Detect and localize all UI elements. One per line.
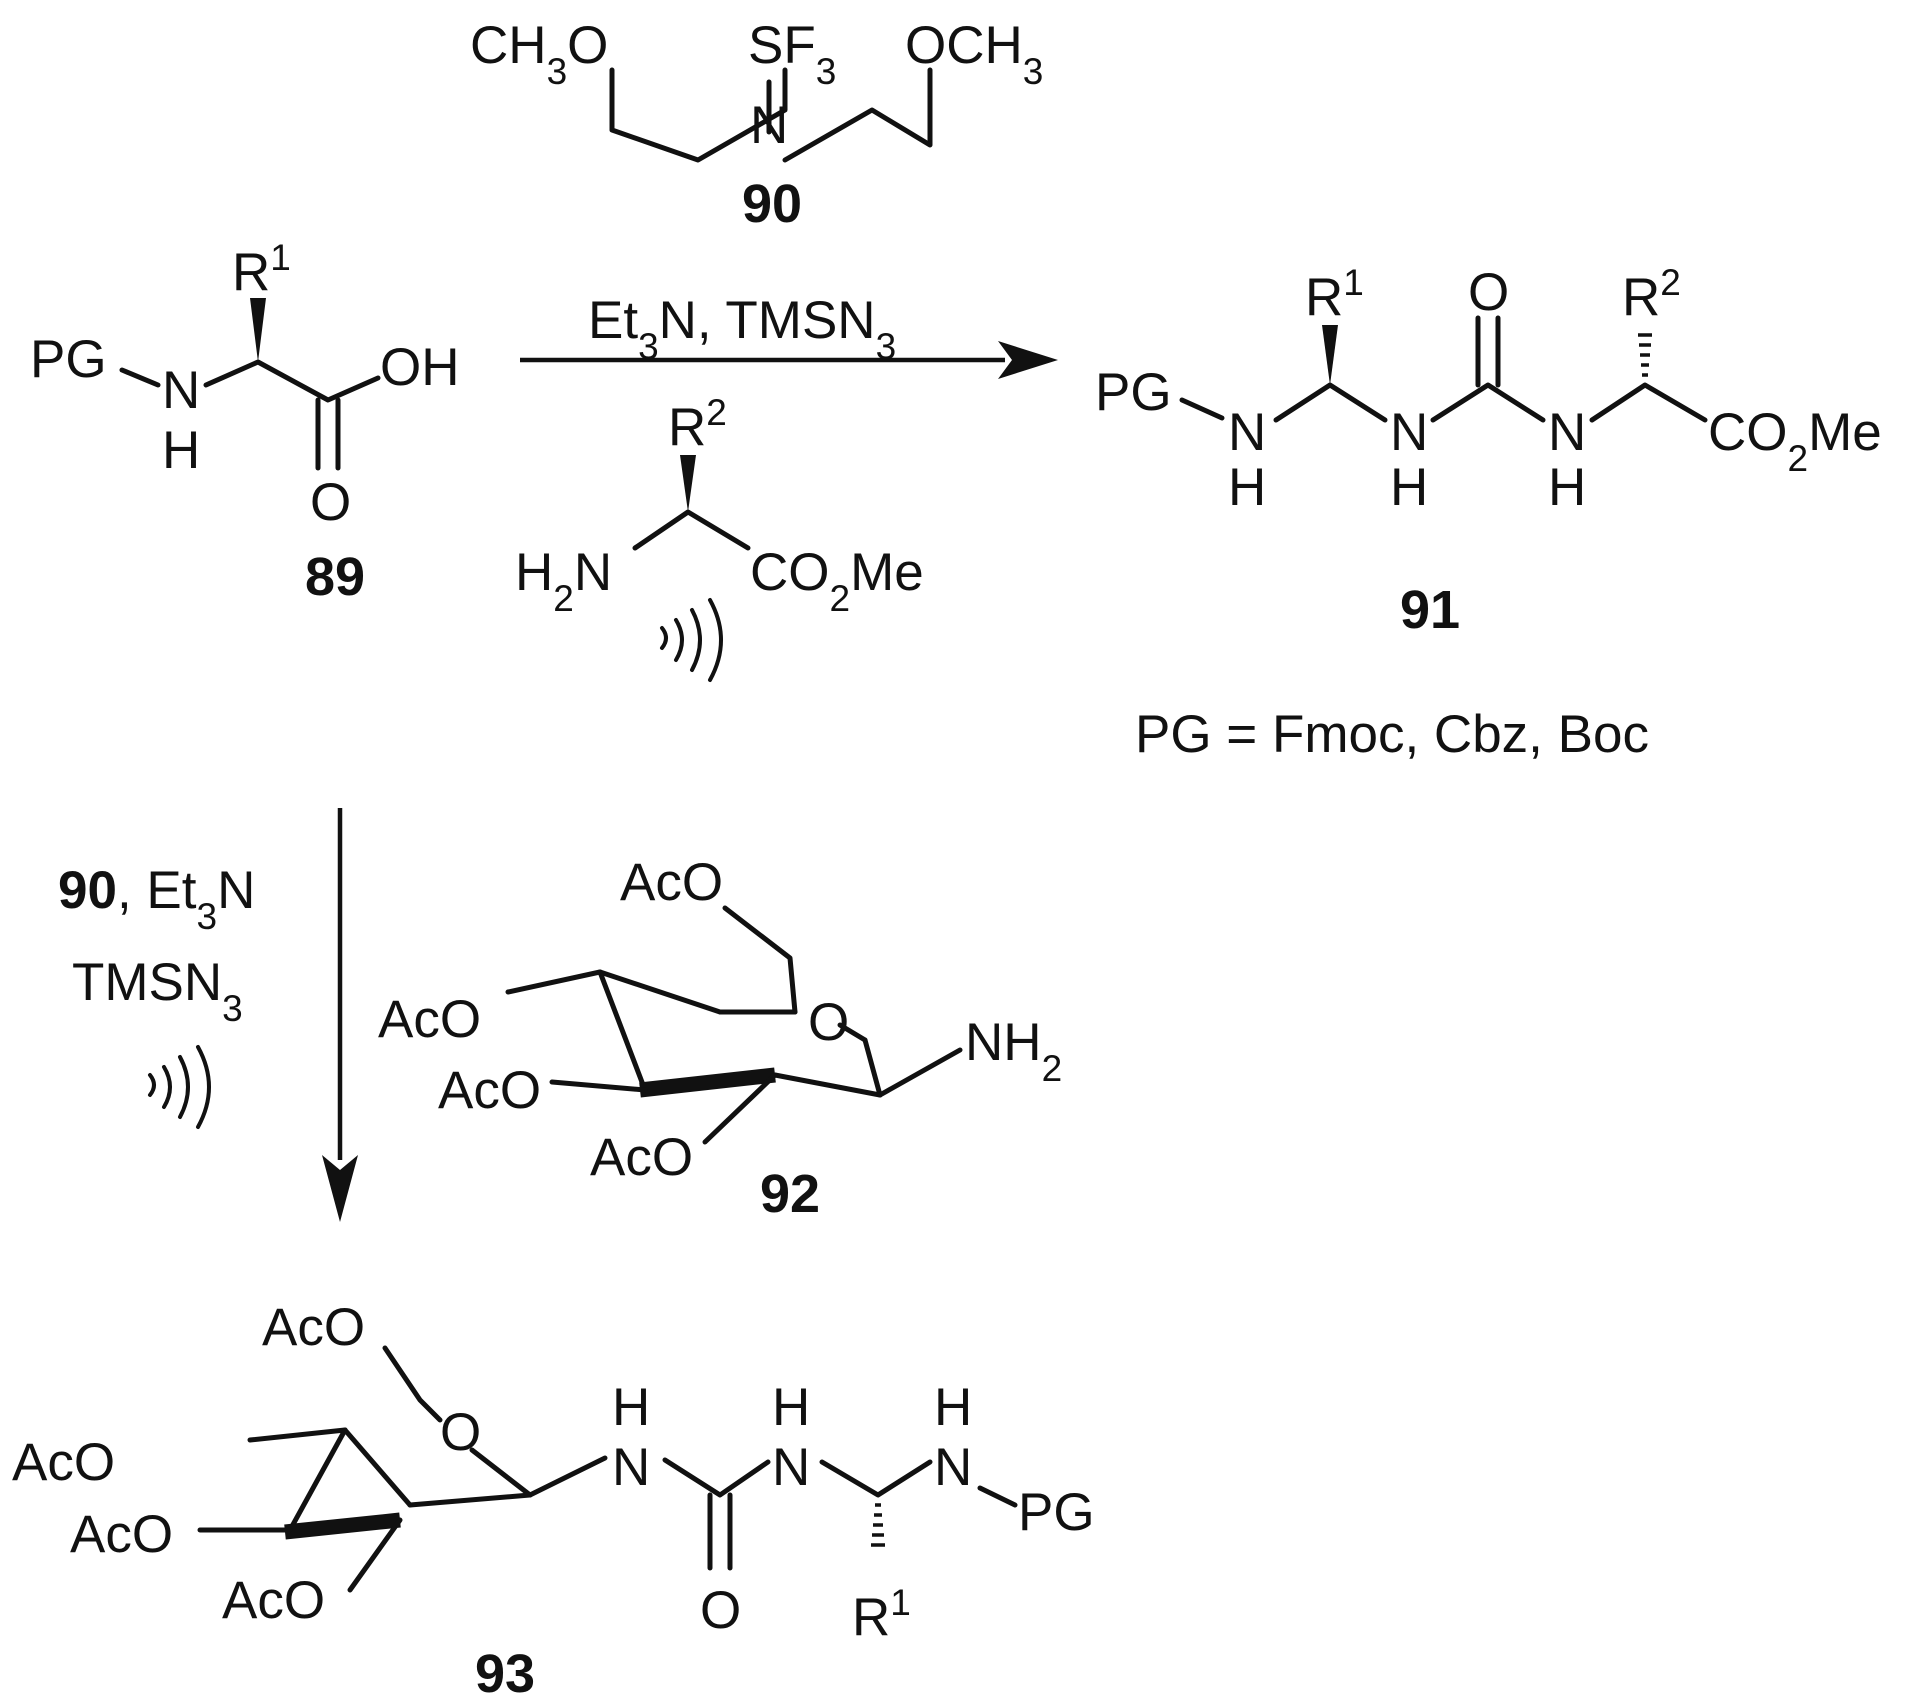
protecting-group-note: PG = Fmoc, Cbz, Boc [1135, 705, 1649, 764]
compound-92-aco-6: AcO [620, 853, 723, 912]
right-methoxy-sub: 3 [1023, 51, 1044, 92]
compound-92-structure: AcO AcO AcO AcO O NH2 92 [378, 853, 1062, 1224]
compound-89-r1: R1 [232, 237, 291, 303]
conditions-down-et3n-sub: 3 [196, 896, 217, 937]
compound-89-r1-letter: R [232, 243, 270, 302]
compound-89-hydroxyl: OH [380, 338, 460, 397]
compound-93-hash-bond [871, 1503, 885, 1547]
reagent-90-nitrogen: N [750, 96, 788, 155]
compound-91-pg: PG [1095, 363, 1172, 422]
compound-label-92: 92 [760, 1164, 820, 1224]
amine-ester-ester: CO2Me [750, 543, 924, 619]
compound-91-r2: R2 [1622, 262, 1681, 328]
compound-89-carbonyl-oxygen: O [310, 473, 351, 532]
compound-91-ester-sub: 2 [1788, 438, 1809, 479]
et3n-sub: 3 [638, 326, 659, 367]
left-methoxy-sub: 3 [547, 51, 568, 92]
amine-ester-r2-letter: R [668, 398, 706, 457]
compound-93-pg: PG [1018, 1483, 1095, 1542]
compound-89-r1-sup: 1 [270, 237, 291, 278]
reagent-90-structure: CH3O SF3 N OCH3 90 [470, 16, 1043, 234]
compound-93-structure: AcO AcO AcO AcO O H N H N H N PG O R1 93 [12, 1298, 1095, 1702]
compound-91-r1: R1 [1305, 262, 1364, 328]
compound-91-r2-sup: 2 [1660, 262, 1681, 303]
conditions-down-tmsn3-sub: 3 [222, 988, 243, 1029]
compound-93-aco-4: AcO [12, 1433, 115, 1492]
amine-ester-structure: R2 H2N CO2Me [515, 392, 924, 682]
compound-89-pg: PG [30, 330, 107, 389]
compound-91-carbonyl-oxygen: O [1468, 263, 1509, 322]
ultrasound-icon-down [148, 1045, 211, 1129]
compound-93-aco-3: AcO [70, 1505, 173, 1564]
conditions-top-line: Et3N, TMSN3 [588, 291, 896, 367]
compound-93-carbonyl-oxygen: O [700, 1581, 741, 1640]
compound-label-89: 89 [305, 547, 365, 607]
compound-93-n1: N [612, 1438, 650, 1497]
amine-ester-r2-sup: 2 [706, 392, 727, 433]
conditions-down-line2: TMSN3 [72, 953, 243, 1029]
sf3-sub: 3 [816, 51, 837, 92]
compound-93-aco-6: AcO [262, 1298, 365, 1357]
compound-91-h2: H [1390, 458, 1428, 517]
compound-93-ring-oxygen: O [440, 1403, 481, 1462]
compound-93-h2: H [772, 1378, 810, 1437]
compound-91-n1: N [1228, 403, 1266, 462]
conditions-down-reagent-ref: 90 [58, 861, 117, 920]
compound-91-h3: H [1548, 458, 1586, 517]
compound-92-amine-sub: 2 [1042, 1048, 1063, 1089]
compound-93-r1-sup: 1 [890, 1582, 911, 1623]
h2n-sub: 2 [553, 578, 574, 619]
compound-91-structure: PG N H N H N H R1 O R2 CO2Me 91 [1095, 262, 1882, 641]
compound-93-r1-letter: R [852, 1588, 890, 1647]
amine-ester-h2n: H2N [515, 543, 612, 619]
compound-89-nh-hydrogen: H [162, 421, 200, 480]
compound-label-91: 91 [1400, 580, 1460, 640]
compound-93-n2: N [772, 1438, 810, 1497]
tmsn3-sub: 3 [876, 326, 897, 367]
compound-label-90: 90 [742, 174, 802, 234]
ultrasound-icon [660, 598, 723, 682]
amine-ester-r2: R2 [668, 392, 727, 458]
right-methoxy-label: OCH3 [905, 16, 1043, 92]
compound-93-h3: H [934, 1378, 972, 1437]
compound-93-r1: R1 [852, 1582, 911, 1648]
compound-91-r1-sup: 1 [1343, 262, 1364, 303]
compound-91-h1: H [1228, 458, 1266, 517]
compound-92-aco-2: AcO [590, 1128, 693, 1187]
compound-92-ring-oxygen: O [808, 993, 849, 1052]
compound-89-structure: PG N H R1 OH O 89 [30, 237, 460, 608]
compound-92-aco-4: AcO [378, 990, 481, 1049]
compound-91-r2-letter: R [1622, 268, 1660, 327]
compound-93-n3: N [934, 1438, 972, 1497]
compound-92-amine: NH2 [965, 1013, 1062, 1089]
compound-91-n3: N [1548, 403, 1586, 462]
conditions-down-line1: 90, Et3N [58, 861, 255, 937]
compound-93-aco-2: AcO [222, 1571, 325, 1630]
compound-91-n2: N [1390, 403, 1428, 462]
compound-label-93: 93 [475, 1644, 535, 1702]
left-methoxy-label: CH3O [470, 16, 608, 92]
ester-sub: 2 [830, 578, 851, 619]
compound-89-nitrogen: N [162, 361, 200, 420]
reaction-arrow-right [520, 341, 1058, 379]
sf3-label: SF3 [748, 16, 836, 92]
compound-91-ester: CO2Me [1708, 403, 1882, 479]
reaction-arrow-down [322, 808, 358, 1222]
compound-92-aco-3: AcO [438, 1061, 541, 1120]
compound-91-hash-bond [1638, 333, 1652, 377]
compound-91-r1-letter: R [1305, 268, 1343, 327]
compound-93-h1: H [612, 1378, 650, 1437]
